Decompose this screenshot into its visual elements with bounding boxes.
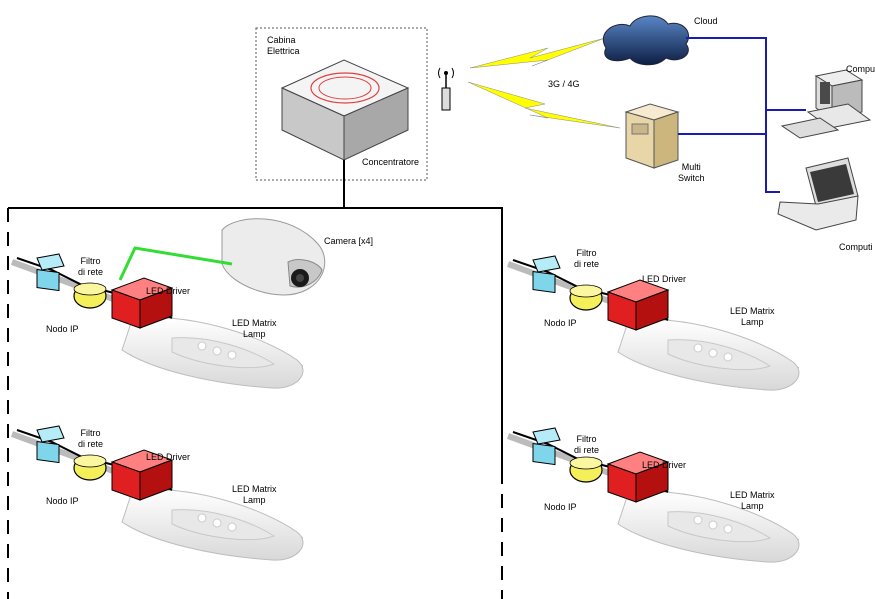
filter-label: Filtro di rete <box>78 428 104 449</box>
led-driver-label: LED Driver <box>642 274 687 284</box>
node-ip-label: Nodo IP <box>544 502 577 512</box>
led-matrix-label: LED Matrix Lamp <box>730 490 775 511</box>
cabinet-frame <box>255 27 428 181</box>
node-ip-label: Nodo IP <box>46 496 79 506</box>
multi-switch-icon <box>624 103 680 169</box>
computer-label: Computi <box>839 242 873 252</box>
filter-label: Filtro di rete <box>574 434 600 455</box>
cloud-icon <box>603 15 690 66</box>
antenna-icon <box>438 67 454 111</box>
link-label: 3G / 4G <box>548 79 580 89</box>
camera-link <box>118 246 233 281</box>
node-ip-label: Nodo IP <box>46 324 79 334</box>
filter-label: Filtro di rete <box>574 248 600 269</box>
led-matrix-label: LED Matrix Lamp <box>232 318 277 339</box>
led-matrix-label: LED Matrix Lamp <box>730 306 775 327</box>
computer-label: Compu <box>846 64 875 74</box>
wireless-link-bolt <box>469 37 606 69</box>
led-matrix-label: LED Matrix Lamp <box>232 484 277 505</box>
led-driver-label: LED Driver <box>146 452 191 462</box>
lamp-group-frame <box>8 207 503 599</box>
node-ip-label: Nodo IP <box>544 318 577 328</box>
wireless-link-bolt <box>467 81 621 129</box>
cloud-label: Cloud <box>694 16 718 26</box>
concentrator-box <box>280 59 410 161</box>
filter-label: Filtro di rete <box>78 256 104 277</box>
led-driver-label: LED Driver <box>642 460 687 470</box>
network-cable <box>686 37 806 193</box>
camera-icon <box>221 218 326 296</box>
laptop-icon <box>777 157 859 231</box>
cabinet-title: Cabina Elettrica <box>267 35 300 56</box>
desktop-computer-icon <box>780 69 872 139</box>
switch-label: Multi Switch <box>678 162 705 183</box>
led-driver-label: LED Driver <box>146 286 191 296</box>
concentrator-label: Concentratore <box>362 157 420 167</box>
camera-label: Camera [x4] <box>324 236 374 246</box>
